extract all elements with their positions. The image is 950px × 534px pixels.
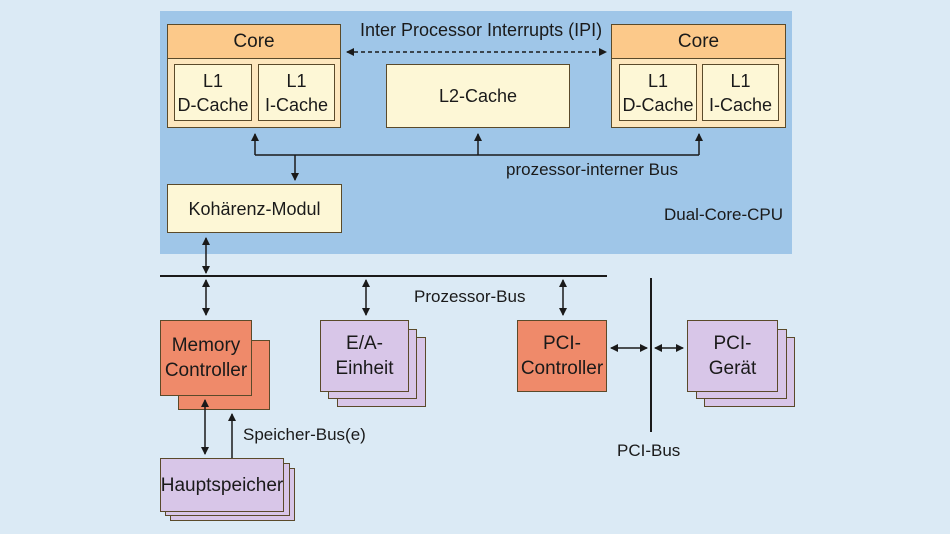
l2-cache-label: L2-Cache xyxy=(438,86,518,106)
pci-device-line1: PCI- xyxy=(713,333,752,354)
d-cache-line2: D-Cache xyxy=(622,94,694,115)
memory-controller-line2: Controller xyxy=(164,360,248,381)
core-right-i-cache: L1 I-Cache xyxy=(702,64,779,121)
pci-device: PCI- Gerät xyxy=(687,320,778,392)
processor-bus-label: Prozessor-Bus xyxy=(414,287,526,306)
d-cache-line2: D-Cache xyxy=(177,94,249,115)
memory-controller-line1: Memory xyxy=(171,335,241,356)
memory-controller: Memory Controller xyxy=(160,320,252,396)
cpu-label: Dual-Core-CPU xyxy=(664,205,784,224)
core-left-i-cache: L1 I-Cache xyxy=(258,64,335,121)
memory-bus-label: Speicher-Bus(e) xyxy=(243,425,366,444)
io-unit: E/A- Einheit xyxy=(320,320,409,392)
core-right-d-cache: L1 D-Cache xyxy=(619,64,697,121)
main-memory-label: Hauptspeicher xyxy=(160,474,284,496)
i-cache-line2: I-Cache xyxy=(264,94,329,115)
coherence-module: Kohärenz-Modul xyxy=(167,184,342,233)
io-unit-line2: Einheit xyxy=(335,358,394,379)
ipi-label: Inter Processor Interrupts (IPI) xyxy=(360,20,603,40)
l2-cache: L2-Cache xyxy=(386,64,570,128)
main-memory: Hauptspeicher xyxy=(160,458,284,512)
pci-controller-line1: PCI- xyxy=(543,333,581,354)
pci-controller: PCI- Controller xyxy=(517,320,607,392)
io-unit-line1: E/A- xyxy=(346,333,383,354)
i-cache-line1: L1 xyxy=(730,70,751,91)
coherence-module-label: Kohärenz-Modul xyxy=(188,198,321,219)
d-cache-line1: L1 xyxy=(202,70,224,91)
core-left-d-cache: L1 D-Cache xyxy=(174,64,252,121)
core-left-title: Core xyxy=(168,25,340,59)
core-right-title: Core xyxy=(612,25,785,59)
pci-device-line2: Gerät xyxy=(708,358,757,379)
i-cache-line2: I-Cache xyxy=(708,94,773,115)
internal-bus-label: prozessor-interner Bus xyxy=(506,160,678,179)
d-cache-line1: L1 xyxy=(647,70,669,91)
i-cache-line1: L1 xyxy=(286,70,307,91)
pci-controller-line2: Controller xyxy=(520,358,604,379)
pci-bus-label: PCI-Bus xyxy=(617,441,681,460)
